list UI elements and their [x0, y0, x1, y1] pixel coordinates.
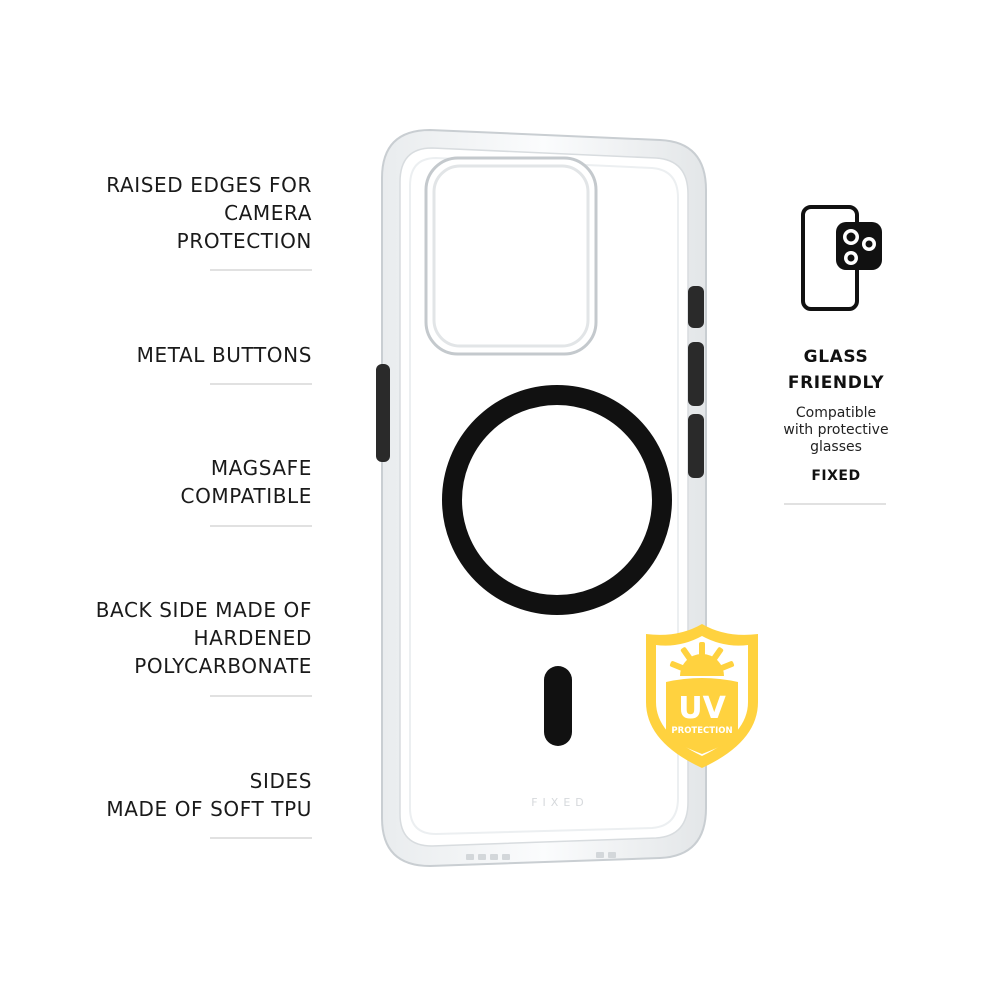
case-logo: FIXED: [531, 796, 589, 809]
feature-divider: [210, 269, 312, 271]
volume-button-up: [688, 342, 704, 406]
feature-divider: [210, 383, 312, 385]
glass-friendly-divider: [784, 503, 886, 505]
glass-friendly-title: GLASS FRIENDLY: [760, 344, 912, 396]
feature-divider: [210, 837, 312, 839]
feature-line: RAISED EDGES FOR: [106, 173, 312, 197]
feature-line: MAGSAFE: [210, 456, 312, 480]
phone-case-image: FIXED: [376, 128, 707, 868]
feature-line: METAL BUTTONS: [136, 343, 312, 367]
magsafe-ring: [442, 385, 672, 615]
uv-subtitle: PROTECTION: [671, 726, 732, 736]
glass-friendly-description: Compatible with protective glasses: [760, 405, 912, 456]
glass-friendly-brand: FIXED: [811, 468, 861, 484]
glass-friendly-desc-line: Compatible: [795, 405, 877, 421]
feature-line: HARDENED: [193, 626, 312, 650]
power-button: [376, 364, 390, 462]
feature-back-side: BACK SIDE MADE OF HARDENED POLYCARBONATE: [12, 596, 312, 680]
feature-raised-edges: RAISED EDGES FOR CAMERA PROTECTION: [12, 171, 312, 255]
feature-sides: SIDES MADE OF SOFT TPU: [12, 767, 312, 823]
sun-shield-icon: UV PROTECTION: [646, 624, 758, 768]
bottom-grip-dots: [466, 852, 616, 860]
side-button-top: [688, 286, 704, 328]
volume-button-down: [688, 414, 704, 478]
feature-metal-buttons: METAL BUTTONS: [12, 341, 312, 369]
feature-divider: [210, 695, 312, 697]
feature-line: BACK SIDE MADE OF: [95, 598, 312, 622]
uv-title: UV: [678, 691, 726, 726]
feature-line: CAMERA: [224, 201, 312, 225]
case-inner-rim: [409, 156, 679, 836]
camera-cutout: [424, 156, 598, 356]
magsafe-alignment-pill: [544, 666, 572, 746]
camera-cutout-inner: [432, 164, 590, 348]
feature-line: MADE OF SOFT TPU: [106, 797, 312, 821]
feature-line: SIDES: [249, 769, 312, 793]
phone-with-camera-glass-icon: [801, 205, 882, 311]
sun-icon: [669, 642, 735, 676]
glass-friendly-title-line: GLASS: [803, 347, 869, 367]
glass-friendly-desc-line: with protective: [783, 422, 889, 438]
glass-friendly-title-line: FRIENDLY: [787, 373, 885, 393]
glass-friendly-desc-line: glasses: [810, 439, 862, 455]
feature-line: PROTECTION: [176, 229, 312, 253]
uv-label-plate: [666, 678, 738, 754]
feature-divider: [210, 525, 312, 527]
feature-magsafe: MAGSAFE COMPATIBLE: [12, 454, 312, 510]
feature-line: COMPATIBLE: [180, 484, 312, 508]
feature-line: POLYCARBONATE: [134, 654, 312, 678]
